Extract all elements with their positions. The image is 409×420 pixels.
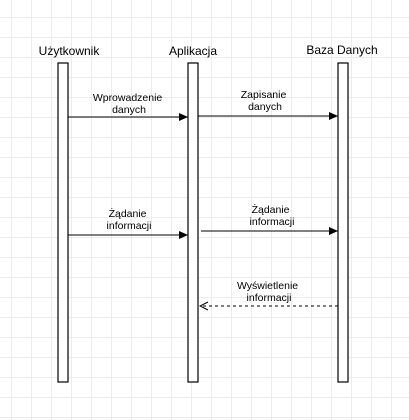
message-label: Żądanie informacji bbox=[250, 203, 295, 228]
message-label: Wprowadzenie danych bbox=[93, 92, 165, 116]
message-label: Zapisanie danych bbox=[241, 89, 289, 113]
participant-label-user: Użytkownik bbox=[39, 44, 101, 58]
lifeline-user bbox=[57, 62, 69, 383]
lifeline-app bbox=[187, 62, 199, 383]
message-label: Wyświetlenie informacji bbox=[237, 280, 301, 304]
message-label: Żądanie informacji bbox=[107, 207, 152, 232]
participant-label-app: Aplikacja bbox=[169, 44, 217, 58]
participant-label-database: Baza Danych bbox=[306, 43, 377, 57]
lifeline-database bbox=[337, 62, 349, 383]
